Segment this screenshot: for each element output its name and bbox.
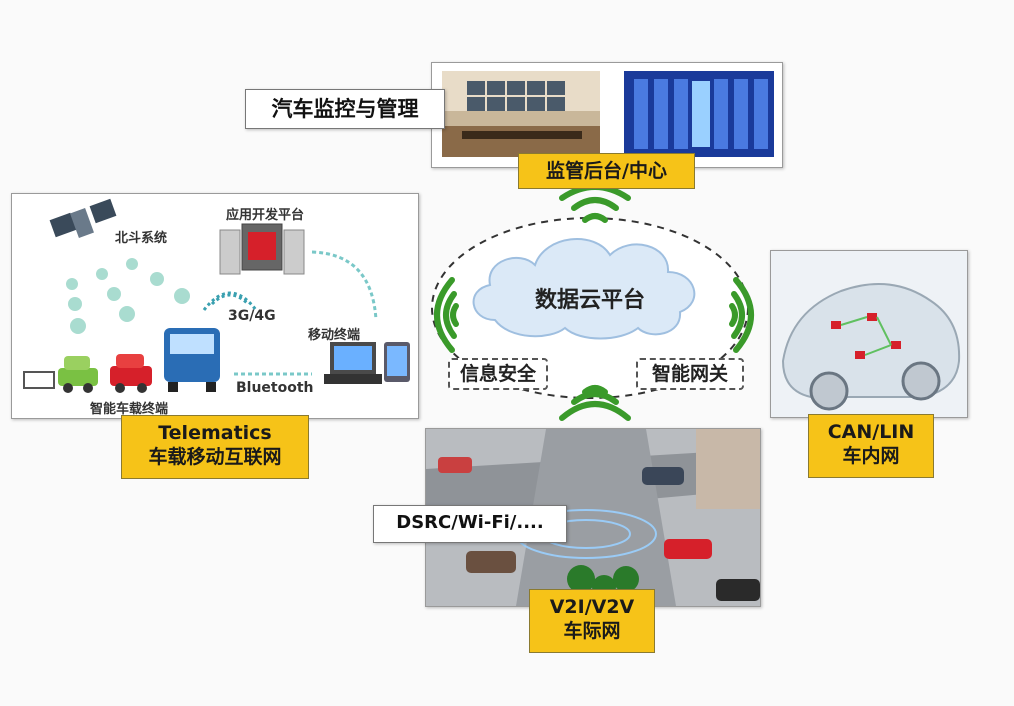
telematics-label-line1: Telematics bbox=[158, 422, 272, 444]
app-platform-icon bbox=[219, 223, 305, 275]
green-car-icon bbox=[58, 356, 98, 393]
in-vehicle-network-panel bbox=[770, 250, 968, 418]
onboard-terminal-label: 智能车载终端 bbox=[90, 402, 169, 417]
dsrc-label: DSRC/Wi-Fi/.... bbox=[373, 505, 567, 543]
telematics-panel: 北斗系统 应用开发平台 3G/4G 移动终端 Bluetooth 智能车载终端 bbox=[11, 193, 419, 419]
car-icon-red-left bbox=[438, 457, 472, 473]
car-icon-brown bbox=[466, 551, 516, 573]
monitoring-caption: 汽车监控与管理 bbox=[245, 89, 445, 129]
cloud-shape bbox=[472, 238, 696, 340]
bluetooth-label: Bluetooth bbox=[236, 380, 314, 396]
battery-icon bbox=[23, 371, 55, 389]
v2x-label-line2: 车际网 bbox=[563, 619, 621, 642]
signal-icon-left bbox=[434, 277, 459, 353]
satellite-icon bbox=[49, 198, 117, 238]
can-lin-label-line1: CAN/LIN bbox=[827, 421, 915, 443]
cloud-ellipse-area bbox=[431, 217, 749, 399]
gateway-box: 智能网关 bbox=[636, 358, 744, 390]
car-xray-image bbox=[771, 251, 967, 417]
monitoring-center-label: 监管后台/中心 bbox=[518, 153, 695, 189]
beidou-label: 北斗系统 bbox=[115, 231, 168, 246]
intersection-image bbox=[426, 429, 760, 606]
phone-icon bbox=[384, 342, 410, 382]
monitoring-center-panel bbox=[431, 62, 783, 168]
data-center-image bbox=[624, 71, 774, 157]
car-icon-black bbox=[716, 579, 760, 601]
security-box: 信息安全 bbox=[448, 358, 548, 390]
can-lin-label-line2: 车内网 bbox=[842, 444, 900, 467]
v2x-label: V2I/V2V 车际网 bbox=[529, 589, 655, 653]
telematics-label-line2: 车载移动互联网 bbox=[148, 445, 282, 468]
blue-truck-icon bbox=[164, 328, 220, 392]
network-label: 3G/4G bbox=[228, 308, 276, 324]
can-lin-label: CAN/LIN 车内网 bbox=[808, 414, 934, 478]
cloud-title: 数据云平台 bbox=[534, 288, 645, 313]
signal-icon-right bbox=[729, 277, 754, 353]
app-platform-label: 应用开发平台 bbox=[226, 208, 305, 223]
v2x-label-line1: V2I/V2V bbox=[549, 596, 635, 618]
car-icon-red-right bbox=[664, 539, 712, 559]
laptop-icon bbox=[324, 342, 382, 384]
signal-icon-top bbox=[559, 186, 631, 223]
mobile-terminal-label: 移动终端 bbox=[308, 328, 361, 343]
red-car-icon bbox=[110, 354, 152, 393]
car-icon-dark bbox=[642, 467, 684, 485]
telematics-illustration bbox=[23, 198, 410, 393]
control-room-image bbox=[442, 71, 600, 157]
signal-icon-bottom bbox=[559, 385, 631, 421]
telematics-label: Telematics 车载移动互联网 bbox=[121, 415, 309, 479]
